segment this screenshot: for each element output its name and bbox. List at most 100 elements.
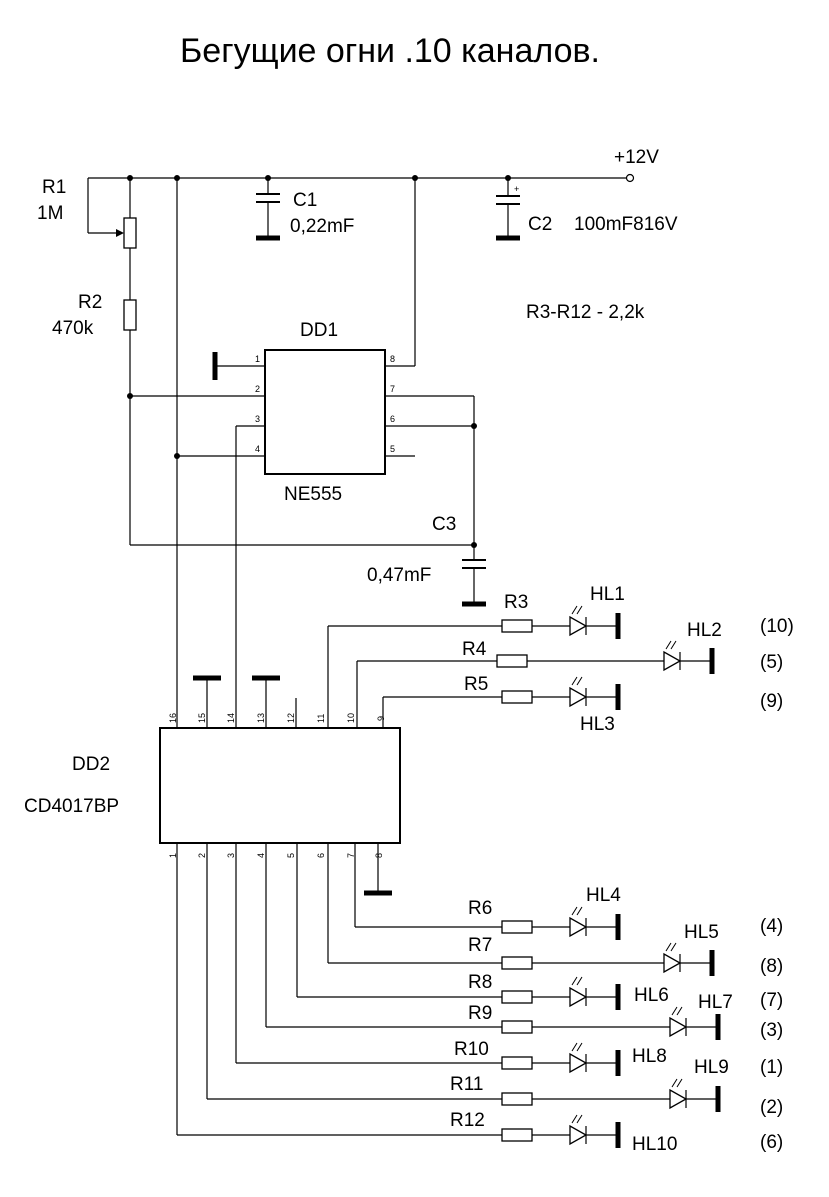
dd1-pin-6: 6 <box>390 414 395 424</box>
resistor-r4 <box>496 654 528 668</box>
resistor-note: R3-R12 - 2,2k <box>526 302 645 323</box>
led-label-hl3: HL3 <box>580 714 615 735</box>
supply-terminal <box>625 173 635 183</box>
sequence-order-2: (5) <box>760 652 783 673</box>
sequence-order-3: (9) <box>760 691 783 712</box>
led-hl8 <box>569 1052 588 1074</box>
dd2-ref: DD2 <box>72 754 110 775</box>
resistor-r8 <box>501 990 533 1004</box>
dd2-pin-1: 1 <box>168 853 178 858</box>
sequence-order-10: (6) <box>760 1132 783 1153</box>
c3-capacitor <box>130 542 486 607</box>
resistor-r7 <box>501 956 533 970</box>
resistor-r5 <box>501 690 533 704</box>
resistor-r6 <box>501 920 533 934</box>
c2-capacitor <box>496 178 520 241</box>
dd2-pin-4: 4 <box>256 853 266 858</box>
resistor-label-r12: R12 <box>450 1110 485 1131</box>
led-label-hl2: HL2 <box>687 620 722 641</box>
dd1-pin-1: 1 <box>255 354 260 364</box>
dd1-pin-3: 3 <box>255 414 260 424</box>
resistor-r3 <box>501 619 533 633</box>
sequence-order-8: (1) <box>760 1057 783 1078</box>
led-hl1 <box>569 615 588 637</box>
dd2-pin-16: 16 <box>168 713 178 723</box>
led-hl5 <box>663 952 682 974</box>
led-rays-hl5 <box>665 942 677 952</box>
dd1-pin-7: 7 <box>390 384 395 394</box>
r1-ref: R1 <box>42 177 66 198</box>
led-label-hl9: HL9 <box>694 1057 729 1078</box>
led-rays-hl9 <box>671 1078 683 1088</box>
dd1-pin-4: 4 <box>255 444 260 454</box>
resistor-label-r10: R10 <box>454 1039 489 1060</box>
r1-potentiometer <box>87 178 137 300</box>
led-rays-hl2 <box>665 640 677 650</box>
c3-ref: C3 <box>432 514 456 535</box>
c3-value: 0,47mF <box>367 565 431 586</box>
r2-ref: R2 <box>78 292 102 313</box>
led-label-hl10: HL10 <box>632 1134 677 1155</box>
sequence-order-1: (10) <box>760 616 794 637</box>
led-rays-hl1 <box>571 605 583 615</box>
led-rays-hl6 <box>571 976 583 986</box>
dd2-pin-10: 10 <box>346 713 356 723</box>
resistor-r9 <box>501 1020 533 1034</box>
led-hl4 <box>569 916 588 938</box>
led-label-hl8: HL8 <box>632 1046 667 1067</box>
dd2-part: CD4017BP <box>24 796 119 817</box>
led-hl10 <box>569 1124 588 1146</box>
c1-capacitor <box>256 178 280 241</box>
led-rays-hl7 <box>671 1006 683 1016</box>
sequence-order-9: (2) <box>760 1097 783 1118</box>
c1-value: 0,22mF <box>290 216 354 237</box>
resistor-label-r6: R6 <box>468 898 492 919</box>
dd1-chip <box>130 178 477 730</box>
led-rays-hl3 <box>571 676 583 686</box>
dd2-pin-3: 3 <box>226 853 236 858</box>
dd1-pin-8: 8 <box>390 354 395 364</box>
dd2-pin-8: 8 <box>374 853 384 858</box>
dd2-chip <box>159 675 401 896</box>
resistor-label-r3: R3 <box>504 592 528 613</box>
dd1-pin-2: 2 <box>255 384 260 394</box>
dd2-pin-14: 14 <box>226 713 236 723</box>
dd2-pin-9: 9 <box>376 716 386 721</box>
dd2-pin-5: 5 <box>286 853 296 858</box>
c1-ref: C1 <box>293 190 317 211</box>
supply-rail <box>88 173 635 183</box>
dd2-pin-13: 13 <box>256 713 266 723</box>
led-hl2 <box>663 650 682 672</box>
led-label-hl1: HL1 <box>590 584 625 605</box>
led-hl9 <box>669 1088 688 1110</box>
led-label-hl4: HL4 <box>586 885 621 906</box>
led-label-hl5: HL5 <box>684 922 719 943</box>
resistor-label-r7: R7 <box>468 935 492 956</box>
resistor-label-r11: R11 <box>450 1074 483 1095</box>
resistor-label-r5: R5 <box>464 674 488 695</box>
c2-ref: C2 <box>528 214 552 235</box>
dd2-pin-11: 11 <box>316 714 326 723</box>
led-label-hl7: HL7 <box>698 992 733 1013</box>
resistor-r12 <box>501 1128 533 1142</box>
resistor-r11 <box>501 1092 533 1106</box>
led-hl6 <box>569 986 588 1008</box>
c2-value: 100mF816V <box>574 214 678 235</box>
led-rays-hl10 <box>571 1114 583 1124</box>
resistor-label-r9: R9 <box>468 1003 492 1024</box>
led-rays-hl4 <box>571 906 583 916</box>
dd1-part: NE555 <box>284 484 342 505</box>
led-hl7 <box>669 1016 688 1038</box>
c2-polarity: + <box>514 184 519 194</box>
dd2-pin-6: 6 <box>316 853 326 858</box>
r2-value: 470k <box>52 318 94 339</box>
resistor-label-r4: R4 <box>462 639 487 660</box>
resistor-label-r8: R8 <box>468 972 492 993</box>
diagram-title: Бегущие огни .10 каналов. <box>180 32 600 70</box>
dd1-ref: DD1 <box>300 320 338 341</box>
led-label-hl6: HL6 <box>634 985 669 1006</box>
led-hl3 <box>569 686 588 708</box>
dd1-pin-5: 5 <box>390 444 395 454</box>
